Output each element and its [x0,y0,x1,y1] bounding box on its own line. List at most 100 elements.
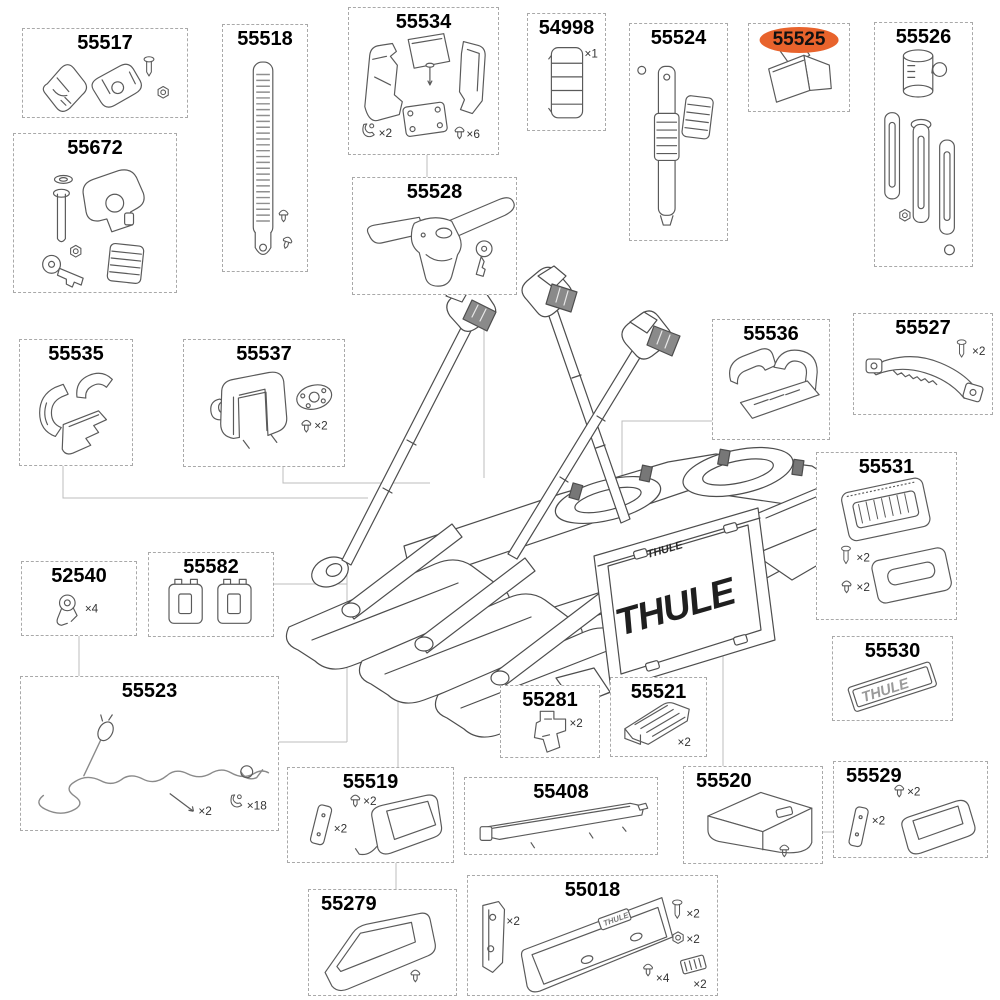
part-number-label: 55535 [48,343,104,365]
part-drawing-55523: ×2 ×18 [38,714,270,818]
part-box-55281[interactable]: 55281 ×2 [500,685,600,758]
part-drawing-55519: ×2 ×2 [309,794,443,856]
part-number-label: 55672 [67,137,123,159]
part-number-label: 55281 [522,689,578,711]
part-box-55534[interactable]: 55534 ×2 ×6 [348,7,499,155]
part-drawing-55524 [637,65,714,226]
part-drawing-55279 [324,912,436,992]
part-box-55672[interactable]: 55672 [13,133,177,293]
part-drawing-55534: ×2 ×6 [362,33,486,141]
part-box-55525[interactable]: 55525 [748,23,850,112]
part-number-label: 55534 [395,11,452,33]
part-box-55519[interactable]: 55519 ×2 ×2 [287,767,454,863]
part-drawing-55527: ×2 [865,339,985,403]
part-number-label: 55523 [121,680,178,702]
part-drawing-55521: ×2 [624,702,691,749]
part-box-55279[interactable]: 55279 [308,889,457,996]
bike-rack-illustration: THULE THULE [285,265,859,738]
part-drawing-55535 [39,372,113,455]
quantity-label: ×2 [686,906,699,920]
part-drawing-55520 [707,791,813,858]
part-number-label: 54998 [538,17,595,39]
quantity-label: ×2 [379,126,393,140]
quantity-label: ×2 [693,977,706,991]
license-plate-holder: THULE THULE [555,507,776,707]
part-box-55530[interactable]: 55530 THULE [832,636,953,721]
part-number-label: 55524 [650,27,707,49]
quantity-label: ×2 [314,419,327,433]
part-drawing-55518 [252,61,294,256]
part-drawing-55517 [42,56,169,112]
quantity-label: ×2 [506,914,519,928]
part-box-55018[interactable]: 55018 THULE ×2 ×2 ×2 ×4 ×2 [467,875,718,996]
part-number-label: 55528 [406,181,463,203]
quantity-label: ×4 [656,971,670,985]
part-number-label: 55519 [342,771,399,793]
part-box-55524[interactable]: 55524 [629,23,728,241]
quantity-label: ×2 [198,804,211,818]
part-drawing-55525 [768,41,832,103]
quantity-label: ×2 [972,345,985,358]
holder-arms [341,265,681,566]
highlighted-part-number-label: 55525 [759,27,839,53]
part-drawing-55537: ×2 [210,371,333,449]
part-number-label: 55518 [237,28,293,50]
quantity-label: ×2 [872,815,885,828]
part-box-55528[interactable]: 55528 [352,177,517,295]
part-box-55535[interactable]: 55535 [19,339,133,466]
part-drawing-55281: ×2 [533,710,583,753]
quantity-label: ×1 [585,47,598,60]
quantity-label: ×2 [334,823,347,836]
part-box-55523[interactable]: 55523 ×2 ×18 [20,676,279,831]
part-box-55537[interactable]: 55537 ×2 [183,339,345,467]
part-drawing-55582 [168,578,252,624]
quantity-label: ×2 [907,785,920,798]
quantity-label: ×6 [466,127,480,141]
quantity-label: ×18 [247,798,267,812]
part-box-55529[interactable]: 55529 ×2 ×2 [833,761,988,858]
part-number-label: 55530 [864,640,921,662]
part-box-55531[interactable]: 55531 ×2 ×2 [816,452,957,620]
part-number-label: 55527 [895,317,951,339]
part-box-55518[interactable]: 55518 [222,24,308,272]
part-number-label: 55531 [858,456,915,478]
part-box-55520[interactable]: 55520 [683,766,823,864]
part-drawing-55530: THULE [847,661,937,712]
part-drawing-55526 [884,49,955,256]
quantity-label: ×2 [678,736,691,749]
part-number-label: 55517 [77,32,133,54]
part-box-52540[interactable]: 52540 ×4 [21,561,137,636]
part-drawing-55018: THULE ×2 ×2 ×2 ×4 ×2 [482,897,707,993]
part-drawing-55528 [366,197,515,287]
part-number-label: 55529 [846,765,902,787]
part-number-label: 55526 [895,26,952,48]
quantity-label: ×2 [856,551,869,565]
part-number-label: 55018 [564,879,621,901]
part-box-55526[interactable]: 55526 [874,22,973,267]
part-number-label: 55537 [236,343,292,365]
wheel-loops [554,446,805,524]
part-box-55517[interactable]: 55517 [22,28,188,118]
part-box-54998[interactable]: 54998 ×1 [527,13,606,131]
part-number-label: 55582 [183,556,239,578]
part-number-label: 55520 [696,770,752,792]
part-drawing-54998: ×1 [548,47,598,119]
quantity-label: ×2 [856,580,869,594]
part-drawing-55531: ×2 ×2 [841,477,952,604]
part-box-55521[interactable]: 55521 ×2 [610,677,707,757]
part-drawing-55672 [42,169,145,288]
part-number-label: 55521 [630,681,687,703]
part-box-55582[interactable]: 55582 [148,552,274,637]
part-drawing-52540: ×4 [56,594,99,626]
part-box-55527[interactable]: 55527 ×2 [853,313,993,415]
part-number-label: 52540 [51,565,107,587]
part-number-label: 55279 [321,893,377,915]
wheel-trays [285,559,659,738]
part-drawing-55536 [729,348,820,419]
part-box-55536[interactable]: 55536 [712,319,830,440]
quantity-label: ×4 [85,603,99,616]
quantity-label: ×2 [363,795,376,808]
part-number-label: 55408 [533,781,589,803]
part-box-55408[interactable]: 55408 [464,777,658,855]
